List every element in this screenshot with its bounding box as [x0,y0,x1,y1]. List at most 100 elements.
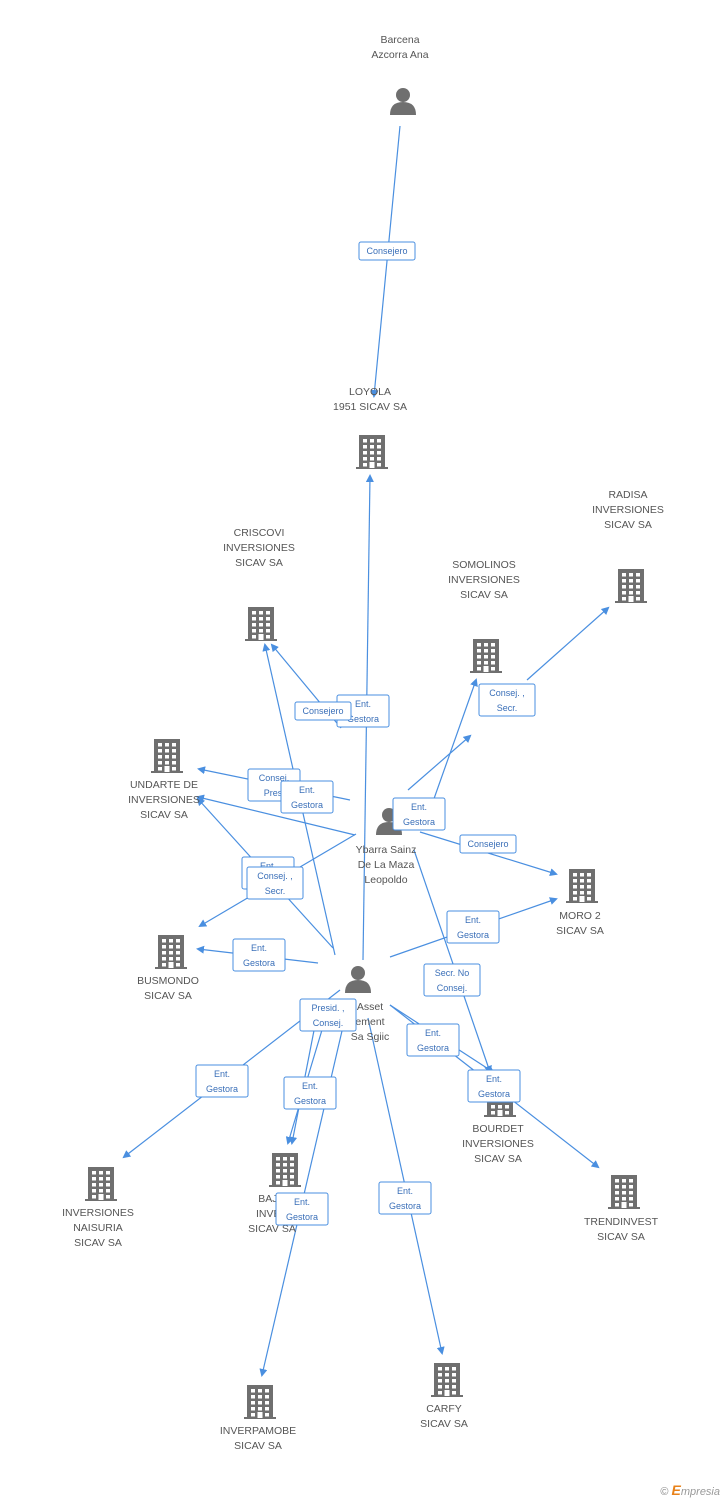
node-label: CARFY [426,1403,462,1415]
relation-label-box[interactable]: Ent.Gestora [275,1192,329,1226]
node-label: Azcorra Ana [371,49,428,61]
relation-label-text: Ent. [214,1069,230,1079]
relation-label-text: Ent. [294,1197,310,1207]
node-label: BOURDET [472,1123,524,1135]
relation-label-box[interactable]: Consejero [459,834,517,854]
node-naisuria[interactable]: INVERSIONES NAISURIA SICAV SA [62,1167,134,1249]
node-label: Sa Sgiic [351,1031,390,1043]
node-label: SICAV SA [460,589,508,601]
node-label: RADISA [608,489,647,501]
node-label: UNDARTE DE [130,779,198,791]
building-icon [151,739,183,773]
relation-label-box[interactable]: Ent. Gestora [467,1069,521,1103]
relation-label-text: Secr. [497,703,518,713]
building-icon [155,935,187,969]
node-label: Barcena [380,34,419,46]
relation-edge [526,606,610,681]
relation-edge [407,734,472,791]
building-icon [608,1175,640,1209]
building-icon [244,1385,276,1419]
building-icon [431,1363,463,1397]
relation-label-text: Ent. [302,1081,318,1091]
relation-label-box[interactable]: Ent.Gestora [232,938,286,972]
node-label: NAISURIA [73,1222,123,1234]
node-label: INVERSIONES [462,1138,534,1150]
person-icon [390,88,416,115]
building-icon [470,639,502,673]
relation-label-text: Ent. [425,1028,441,1038]
building-icon [85,1167,117,1201]
relation-label-box[interactable]: Ent.Gestora [195,1064,249,1098]
node-label: SICAV SA [474,1153,522,1165]
node-label: INVERSIONES [448,574,520,586]
relation-label-text: Ent. [397,1186,413,1196]
node-label: SICAV SA [248,1223,296,1235]
relation-label-box[interactable]: Ent.Gestora [280,780,334,814]
relation-label-box[interactable]: Consej. , Secr. [246,866,304,900]
relation-label-box[interactable]: Presid. ,Consej. [299,998,357,1032]
node-label: SICAV SA [74,1237,122,1249]
node-label: SICAV SA [235,557,283,569]
relation-label-box[interactable]: Ent. Gestora [406,1023,460,1057]
node-label: INVERPAMOBE [220,1425,296,1437]
node-label: Ybarra Sainz [356,844,417,856]
node-label: SICAV SA [140,809,188,821]
relation-label-box[interactable]: Consejero [358,241,416,261]
building-icon [356,435,388,469]
relation-label-text: Ent. [355,699,371,709]
node-label: INVERSIONES [62,1207,134,1219]
building-icon [615,569,647,603]
node-label: INVERSIONES [223,542,295,554]
relation-label-text: Consej. [313,1018,344,1028]
relation-label-text: Gestora [243,958,275,968]
relation-label-box[interactable]: Ent.Gestora [392,797,446,831]
relation-label-text: Consejero [302,706,343,716]
node-label: INVERSIONES [128,794,200,806]
node-asset[interactable]: Asset ement Sa Sgiic [345,966,389,1043]
relation-label-box[interactable]: Ent.Gestora [446,910,500,944]
relation-label-text: Gestora [457,930,489,940]
node-label: BUSMONDO [137,975,199,987]
node-carfy[interactable]: CARFY SICAV SA [420,1363,468,1430]
node-label: LOYOLA [349,386,391,398]
brand-name: mpresia [680,1486,720,1498]
node-label: ement [355,1016,384,1028]
relation-label-box[interactable]: Consej. ,Secr. [478,683,536,717]
relation-label-text: Consej. , [257,871,293,881]
relation-label-box[interactable]: Ent. Gestora [378,1181,432,1215]
copyright-symbol: © [660,1486,669,1498]
relation-label-text: Gestora [478,1089,510,1099]
relation-label-text: Secr. [265,886,286,896]
node-label: SICAV SA [556,925,604,937]
relation-label-text: Ent. [486,1074,502,1084]
relation-label-text: Gestora [389,1201,421,1211]
node-label: SICAV SA [420,1418,468,1430]
relation-label-text: Ent. [260,861,276,871]
person-icon [345,966,371,993]
relation-label-text: Gestora [417,1043,449,1053]
brand-initial: E [671,1482,681,1498]
empresia-brand: © Empresia [660,1482,720,1498]
relation-label-box[interactable]: Ent.Gestora [283,1076,337,1110]
relation-label-box[interactable]: Consejero [294,701,352,721]
node-undarte[interactable]: UNDARTE DE INVERSIONES SICAV SA [128,739,200,821]
node-label: TRENDINVEST [584,1216,659,1228]
building-icon [245,607,277,641]
relation-label-text: Gestora [347,714,379,724]
relation-label-text: Ent. [411,802,427,812]
node-label: SICAV SA [144,990,192,1002]
node-busmondo[interactable]: BUSMONDO SICAV SA [137,935,199,1002]
node-label: Asset [357,1001,383,1013]
building-icon [566,869,598,903]
relation-edge [413,849,492,1074]
